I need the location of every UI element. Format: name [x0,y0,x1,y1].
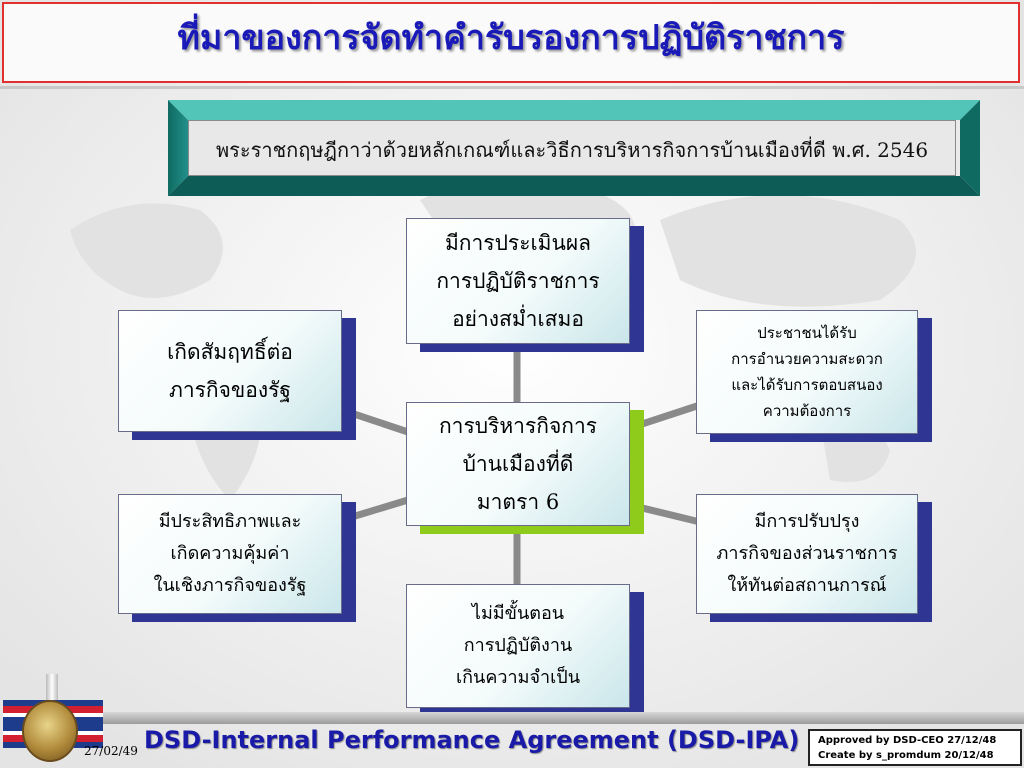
node-center-line-3: มาตรา 6 [476,490,560,514]
header-bar: ที่มาของการจัดทำคำรับรองการปฏิบัติราชการ [2,2,1020,83]
node-center-line-1: การบริหารกิจการ [438,414,598,438]
footer-date: 27/02/49 [84,744,138,758]
node-public-service: ประชาชนได้รับ การอำนวยความสะดวก และได้รั… [696,310,918,434]
node-public-service-line-2: การอำนวยความสะดวก [731,350,883,368]
node-efficiency-line-1: มีประสิทธิภาพและ [158,511,302,532]
header-divider [0,86,1024,89]
node-achievement-line-2: ภารกิจของรัฐ [168,378,292,402]
node-achievement-line-1: เกิดสัมฤทธิ์ต่อ [167,340,293,364]
node-no-excess-steps-line-3: เกินความจำเป็น [455,667,580,688]
footer-title: DSD-Internal Performance Agreement (DSD-… [144,726,800,754]
decree-banner: พระราชกฤษฎีกาว่าด้วยหลักเกณฑ์และวิธีการบ… [168,100,980,196]
node-evaluation-line-1: มีการประเมินผล [444,231,592,255]
approval-box: Approved by DSD-CEO 27/12/48 Create by s… [808,729,1022,766]
node-evaluation-line-3: อย่างสม่ำเสมอ [452,307,584,331]
created-by-text: Create by s_promdum 20/12/48 [818,750,994,761]
node-public-service-line-1: ประชาชนได้รับ [757,324,857,342]
node-improvement-line-3: ให้ทันต่อสถานการณ์ [727,575,887,596]
flagpole-graphic [46,674,58,704]
node-improvement: มีการปรับปรุง ภารกิจของส่วนราชการ ให้ทัน… [696,494,918,614]
department-seal-icon [22,700,78,762]
node-center: การบริหารกิจการ บ้านเมืองที่ดี มาตรา 6 [406,402,630,526]
footer-bar [100,712,1024,724]
node-no-excess-steps-line-1: ไม่มีขั้นตอน [471,603,565,624]
node-improvement-line-2: ภารกิจของส่วนราชการ [716,543,898,564]
node-center-line-2: บ้านเมืองที่ดี [462,452,574,476]
decree-banner-panel: พระราชกฤษฎีกาว่าด้วยหลักเกณฑ์และวิธีการบ… [188,120,956,176]
node-no-excess-steps-line-2: การปฏิบัติงาน [463,635,573,656]
node-evaluation: มีการประเมินผล การปฏิบัติราชการ อย่างสม่… [406,218,630,344]
node-improvement-line-1: มีการปรับปรุง [754,511,860,532]
approved-by-text: Approved by DSD-CEO 27/12/48 [818,735,997,746]
node-efficiency-line-2: เกิดความคุ้มค่า [170,543,290,564]
node-efficiency-line-3: ในเชิงภารกิจของรัฐ [153,575,307,596]
node-no-excess-steps: ไม่มีขั้นตอน การปฏิบัติงาน เกินความจำเป็… [406,584,630,708]
node-public-service-line-4: ความต้องการ [762,402,852,420]
node-efficiency: มีประสิทธิภาพและ เกิดความคุ้มค่า ในเชิงภ… [118,494,342,614]
node-achievement: เกิดสัมฤทธิ์ต่อ ภารกิจของรัฐ [118,310,342,432]
node-evaluation-line-2: การปฏิบัติราชการ [436,269,600,293]
node-public-service-line-3: และได้รับการตอบสนอง [731,376,883,394]
decree-banner-text: พระราชกฤษฎีกาว่าด้วยหลักเกณฑ์และวิธีการบ… [215,138,929,162]
page-title: ที่มาของการจัดทำคำรับรองการปฏิบัติราชการ [177,18,845,58]
banner-frame [168,100,980,196]
